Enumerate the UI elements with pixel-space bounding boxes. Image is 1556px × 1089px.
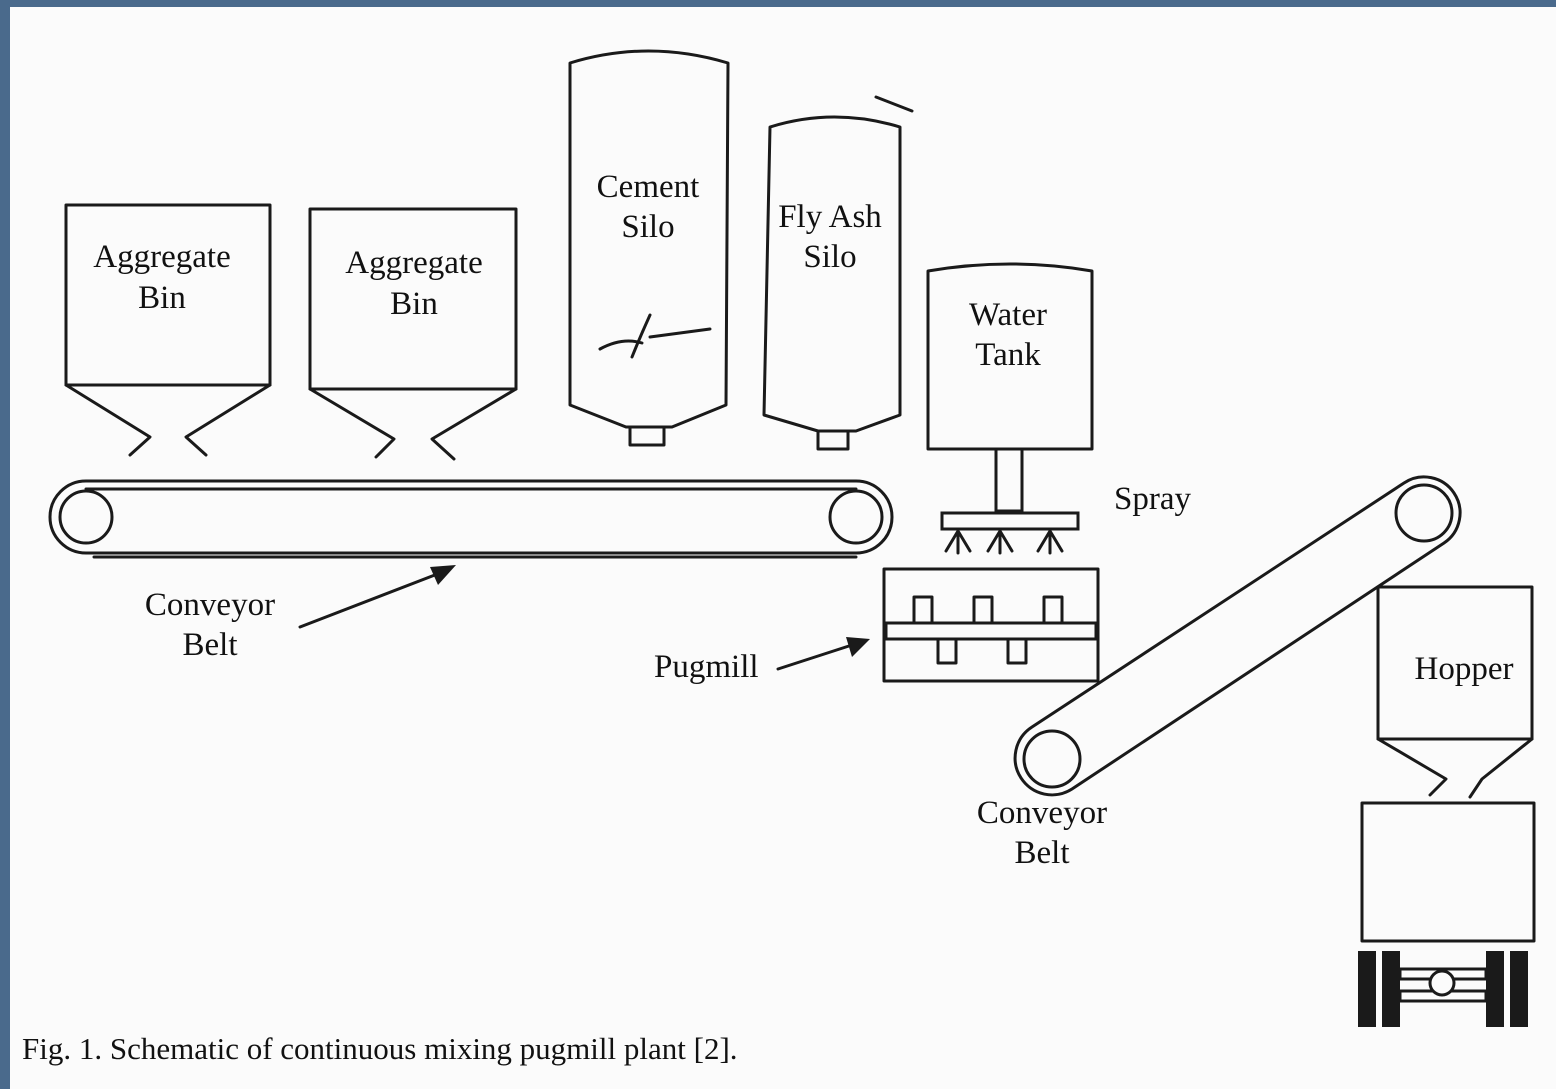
hopper: Hopper bbox=[1376, 585, 1534, 799]
conveyor-belt-2-label-line1: Conveyor bbox=[977, 795, 1107, 831]
aggregate-bin-1: Aggregate Bin bbox=[64, 203, 272, 457]
conveyor-belt-2-label-line2: Belt bbox=[1015, 835, 1070, 871]
aggregate-bin-2-label-line2: Bin bbox=[390, 286, 438, 322]
cement-silo-label-line1: Cement bbox=[597, 169, 700, 205]
conveyor-belt-1-label-line1: Conveyor bbox=[145, 587, 275, 623]
fly-ash-silo-label-line2: Silo bbox=[803, 239, 856, 275]
cement-silo: Cement Silo bbox=[568, 49, 730, 447]
aggregate-bin-1-label-line2: Bin bbox=[138, 280, 186, 316]
truck bbox=[1358, 801, 1536, 1027]
water-tank-label-line1: Water bbox=[969, 297, 1047, 333]
pugmill-label: Pugmill bbox=[654, 649, 759, 685]
fly-ash-silo: Fly Ash Silo bbox=[762, 95, 914, 451]
cement-silo-label-line2: Silo bbox=[621, 209, 674, 245]
water-tank: Water Tank bbox=[926, 262, 1094, 513]
hopper-label: Hopper bbox=[1415, 651, 1514, 687]
aggregate-bin-1-label-line1: Aggregate bbox=[93, 239, 230, 275]
pugmill-plant-diagram: Aggregate Bin Aggregate Bin Cement Silo … bbox=[22, 49, 1536, 1066]
figure-frame: Aggregate Bin Aggregate Bin Cement Silo … bbox=[10, 7, 1556, 1089]
spray-bar: Spray bbox=[940, 481, 1191, 555]
water-tank-label-line2: Tank bbox=[975, 337, 1041, 373]
figure-caption: Fig. 1. Schematic of continuous mixing p… bbox=[22, 1031, 738, 1066]
conveyor-belt-1-label-line2: Belt bbox=[183, 627, 238, 663]
pugmill: Pugmill bbox=[654, 567, 1100, 685]
conveyor-belt-1: Conveyor Belt bbox=[48, 479, 894, 663]
fly-ash-silo-label-line1: Fly Ash bbox=[778, 199, 882, 235]
aggregate-bin-2-label-line1: Aggregate bbox=[345, 245, 482, 281]
aggregate-bin-2: Aggregate Bin bbox=[308, 207, 518, 461]
spray-label: Spray bbox=[1114, 481, 1191, 517]
conveyor-belt-2: Conveyor Belt bbox=[977, 475, 1462, 871]
